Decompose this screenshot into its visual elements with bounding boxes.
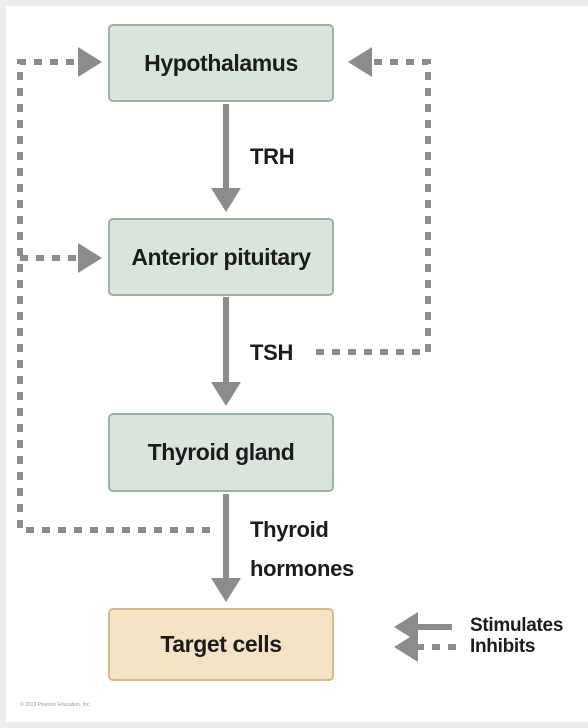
label-thyroid-hormones-line1: Thyroid: [250, 517, 329, 542]
label-trh: TRH: [250, 144, 295, 169]
node-thyroid-gland-label: Thyroid gland: [147, 439, 295, 465]
inhibit-loop-tsh-to-hypothalamus: [316, 47, 431, 355]
node-thyroid-gland: Thyroid gland: [108, 413, 334, 492]
label-thyroid-hormones-line2: hormones: [250, 556, 354, 581]
diagram-panel: [6, 6, 588, 722]
node-target-cells-label: Target cells: [160, 631, 282, 657]
legend-inhibits-label: Inhibits: [470, 636, 536, 657]
node-hypothalamus: Hypothalamus: [108, 24, 334, 102]
node-anterior-pituitary-label: Anterior pituitary: [131, 243, 311, 270]
node-anterior-pituitary: Anterior pituitary: [108, 218, 334, 296]
node-hypothalamus-label: Hypothalamus: [144, 49, 298, 76]
legend-stimulates-label: Stimulates: [470, 615, 564, 636]
inhibit-loop-hormones-to-hypothalamus: [17, 47, 210, 533]
node-target-cells: Target cells: [108, 608, 334, 681]
copyright-credit: © 2013 Pearson Education, Inc.: [20, 702, 91, 708]
label-tsh: TSH: [250, 340, 294, 365]
